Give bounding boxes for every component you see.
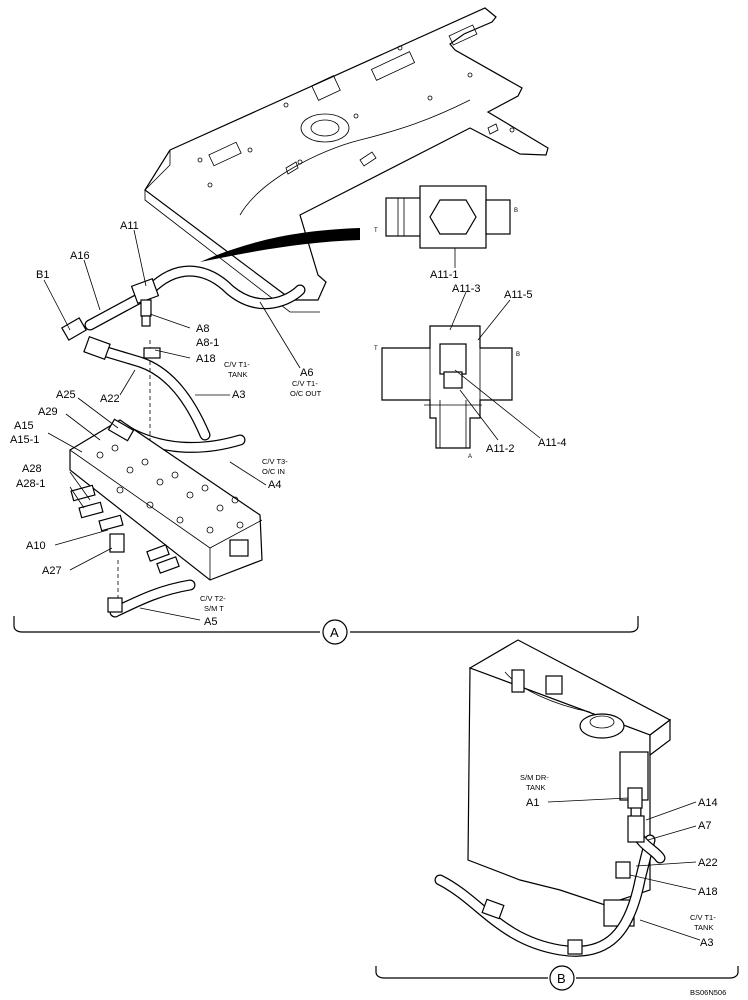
- mounting-plate: [144, 7, 549, 313]
- note-cv-t1-oc-1: C/V T1-: [292, 379, 318, 388]
- figure-id: BS06N506: [690, 988, 726, 997]
- labels-a: A11 A16 B1 A8 A8-1 A18 A22 A25 A29 A15 A…: [10, 208, 567, 640]
- note-cv-t2-1: C/V T2-: [200, 594, 226, 603]
- label-a11-2: A11-2: [486, 443, 515, 455]
- label-a11-4: A11-4: [538, 437, 567, 449]
- label-a11: A11: [120, 220, 139, 232]
- label-a28-1: A28-1: [16, 478, 45, 490]
- label-a3: A3: [232, 389, 245, 401]
- callout-a: A: [330, 625, 339, 640]
- note-sm-dr-1: S/M DR-: [520, 773, 549, 782]
- callout-circle-b: [549, 965, 575, 991]
- note-sm-dr-2: TANK: [526, 783, 545, 792]
- port-b-top: B: [514, 208, 518, 214]
- label-a11-1: A11-1: [430, 269, 459, 281]
- note-cv-t2-2: S/M T: [204, 604, 224, 613]
- label-b-a14: A14: [698, 797, 718, 809]
- label-b-a18: A18: [698, 886, 718, 898]
- port-a-bottom: A: [468, 454, 472, 460]
- bracket-b: [375, 966, 739, 979]
- callout-circle-a: [322, 619, 348, 645]
- a11-section-detail: [381, 325, 513, 449]
- label-b1: B1: [36, 269, 49, 281]
- control-valve: [69, 418, 263, 613]
- label-a25: A25: [56, 389, 76, 401]
- label-b-a1: A1: [526, 797, 539, 809]
- tee-fitting-a11: [61, 278, 161, 361]
- label-a8-1: A8-1: [196, 337, 219, 349]
- note-cv-t3-1: C/V T3-: [262, 457, 288, 466]
- note-cv-t3-2: O/C IN: [262, 467, 285, 476]
- label-a11-3: A11-3: [452, 283, 481, 295]
- label-a15: A15: [14, 420, 34, 432]
- note-cv-t1-tank-2: TANK: [228, 370, 247, 379]
- bracket-a: [13, 616, 639, 633]
- port-t-top: T: [374, 228, 378, 234]
- port-b-bottom: B: [516, 352, 520, 358]
- leaders-a: [43, 229, 301, 621]
- detail-pointer: [200, 228, 360, 262]
- label-a29: A29: [38, 406, 58, 418]
- port-t-bottom: T: [374, 346, 378, 352]
- label-a11-5: A11-5: [504, 289, 533, 301]
- labels-b: S/M DR- TANK A1 A14 A7 A22 A18 C/V T1- T…: [520, 773, 718, 986]
- hoses-b: [434, 787, 666, 957]
- label-a22: A22: [100, 393, 120, 405]
- label-a15-1: A15-1: [10, 434, 39, 446]
- label-a8: A8: [196, 323, 209, 335]
- note-cv-t1-oc-2: O/C OUT: [290, 389, 322, 398]
- label-a6: A6: [300, 367, 313, 379]
- label-a28: A28: [22, 463, 42, 475]
- note-cv-t1-tank-1: C/V T1-: [224, 360, 250, 369]
- leaders-b: [547, 797, 701, 941]
- label-a4: A4: [268, 479, 281, 491]
- label-a10: A10: [26, 540, 46, 552]
- detail-leaders: [449, 248, 541, 441]
- label-b-a7: A7: [698, 820, 711, 832]
- label-a5: A5: [204, 616, 217, 628]
- label-a16: A16: [70, 250, 90, 262]
- note-b-cv-t1-2: TANK: [694, 923, 713, 932]
- note-b-cv-t1-1: C/V T1-: [690, 913, 716, 922]
- a11-1-detail: [385, 185, 511, 249]
- label-b-a3: A3: [700, 937, 713, 949]
- label-a27: A27: [42, 565, 62, 577]
- callout-b: B: [557, 971, 566, 986]
- label-b-a22: A22: [698, 857, 718, 869]
- hydraulic-tank: [467, 639, 672, 927]
- label-a18: A18: [196, 353, 216, 365]
